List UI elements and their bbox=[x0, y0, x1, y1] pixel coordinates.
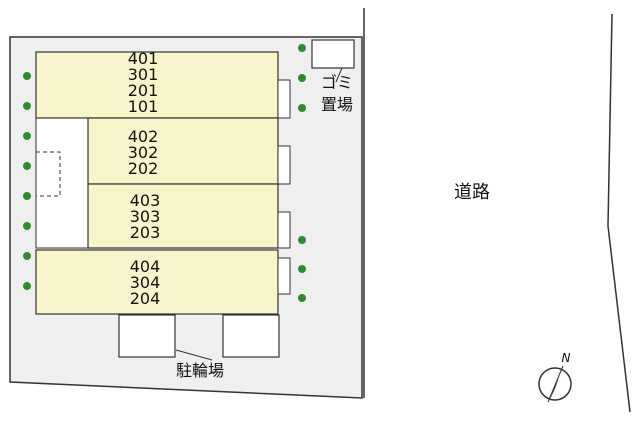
road-label: 道路 bbox=[454, 182, 490, 203]
bicycle-parking: 駐輪場 bbox=[118, 314, 280, 380]
compass-axis bbox=[547, 365, 564, 403]
bicycle-bay-left bbox=[118, 314, 176, 358]
unit-label: 202 bbox=[128, 159, 159, 178]
building-2-stair bbox=[277, 145, 291, 185]
north-arrow: N bbox=[538, 351, 572, 403]
unit-label: 302 bbox=[128, 143, 159, 162]
tree-icon bbox=[298, 74, 306, 82]
tree-icon bbox=[298, 265, 306, 273]
tree-icon bbox=[23, 192, 31, 200]
bicycle-parking-label: 駐輪場 bbox=[176, 361, 224, 380]
building-1-body bbox=[35, 51, 279, 119]
building-3-body bbox=[87, 183, 279, 249]
unit-label: 203 bbox=[130, 223, 161, 242]
building-4-body bbox=[35, 249, 279, 315]
road-edge-right bbox=[607, 13, 631, 413]
tree-icon bbox=[298, 44, 306, 52]
building-4: 404 304 204 bbox=[35, 249, 291, 315]
bicycle-bay-right bbox=[222, 314, 280, 358]
building-4-stair bbox=[277, 257, 291, 295]
unit-label: 401 bbox=[128, 49, 159, 68]
tree-icon bbox=[23, 72, 31, 80]
unit-label: 301 bbox=[128, 65, 159, 84]
unit-label: 204 bbox=[130, 289, 161, 308]
north-label: N bbox=[562, 351, 571, 365]
tree-icon bbox=[23, 252, 31, 260]
building-2-body bbox=[87, 117, 279, 185]
building-3: 403 303 203 bbox=[87, 183, 291, 249]
tree-icon bbox=[23, 222, 31, 230]
garbage-box bbox=[311, 39, 355, 69]
bicycle-leader bbox=[175, 349, 213, 361]
building-2: 402 302 202 bbox=[87, 117, 291, 185]
unit-label: 101 bbox=[128, 97, 159, 116]
trees bbox=[23, 44, 306, 302]
building-1-stair bbox=[277, 79, 291, 119]
building-3-stair bbox=[277, 211, 291, 249]
tree-icon bbox=[298, 104, 306, 112]
tree-icon bbox=[298, 236, 306, 244]
garbage-label-line1: ゴミ bbox=[321, 73, 353, 92]
courtyard-dashed-box bbox=[35, 151, 61, 197]
tree-icon bbox=[298, 294, 306, 302]
garbage-leader bbox=[335, 67, 343, 83]
unit-label: 404 bbox=[130, 257, 161, 276]
tree-icon bbox=[23, 132, 31, 140]
building-1: 401 301 201 101 bbox=[35, 49, 291, 119]
unit-label: 201 bbox=[128, 81, 159, 100]
unit-label: 402 bbox=[128, 127, 159, 146]
unit-label: 303 bbox=[130, 207, 161, 226]
tree-icon bbox=[23, 282, 31, 290]
unit-label: 304 bbox=[130, 273, 161, 292]
garbage-label-line2: 置場 bbox=[321, 95, 353, 114]
unit-label: 403 bbox=[130, 191, 161, 210]
tree-icon bbox=[23, 102, 31, 110]
tree-icon bbox=[23, 162, 31, 170]
courtyard bbox=[35, 117, 89, 249]
garbage-area: ゴミ 置場 bbox=[311, 39, 355, 114]
